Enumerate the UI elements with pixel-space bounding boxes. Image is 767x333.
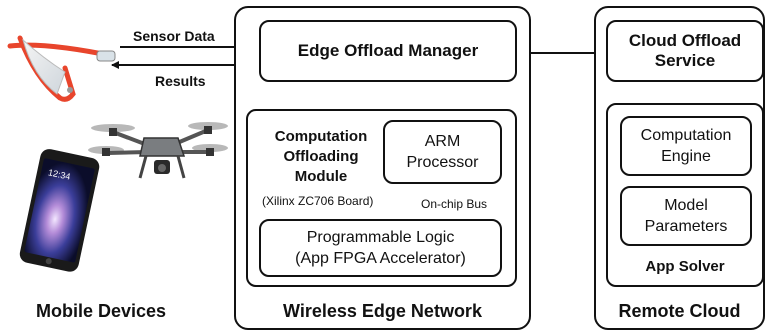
- remote-cloud-title: Remote Cloud: [618, 301, 741, 321]
- phone-time: 12:34: [47, 167, 71, 181]
- sensor-data-label: Sensor Data: [133, 28, 215, 44]
- module-title-line2: Offloading: [283, 148, 359, 165]
- drone-icon: [88, 122, 228, 179]
- mobile-devices-title: Mobile Devices: [36, 301, 167, 321]
- engine-line1: Computation: [640, 127, 732, 144]
- arm-label-line2: Processor: [406, 154, 479, 171]
- edge-offload-manager-label: Edge Offload Manager: [297, 41, 479, 60]
- computation-engine-box[interactable]: Computation Engine: [620, 116, 752, 176]
- pl-label-line2: (App FPGA Accelerator): [295, 250, 466, 267]
- board-label: (Xilinx ZC706 Board): [262, 194, 374, 208]
- module-title-line3: Module: [294, 168, 348, 185]
- wireless-edge-network-title: Wireless Edge Network: [283, 301, 482, 321]
- pl-label-line1: Programmable Logic: [306, 229, 455, 246]
- cloud-service-line1: Cloud Offload: [628, 31, 742, 50]
- app-solver-label: App Solver: [645, 258, 725, 275]
- smartphone-icon: 12:34: [19, 149, 100, 272]
- model-parameters-box[interactable]: Model Parameters: [620, 186, 752, 246]
- arm-processor-box[interactable]: ARM Processor: [383, 120, 502, 184]
- cloud-service-line2: Service: [654, 51, 716, 70]
- programmable-logic-box[interactable]: Programmable Logic (App FPGA Accelerator…: [259, 219, 502, 277]
- on-chip-bus-label: On-chip Bus: [421, 197, 488, 211]
- arm-label-line1: ARM: [424, 133, 461, 150]
- cloud-offload-service-box[interactable]: Cloud Offload Service: [606, 20, 764, 82]
- params-line2: Parameters: [644, 218, 728, 235]
- params-line1: Model: [664, 197, 708, 214]
- module-title: Computation Offloading Module: [262, 127, 380, 187]
- smart-glasses-icon: [7, 35, 116, 102]
- engine-line2: Engine: [661, 148, 711, 165]
- results-label: Results: [155, 73, 206, 89]
- edge-offload-manager-box[interactable]: Edge Offload Manager: [259, 20, 517, 82]
- module-title-line1: Computation: [274, 128, 368, 145]
